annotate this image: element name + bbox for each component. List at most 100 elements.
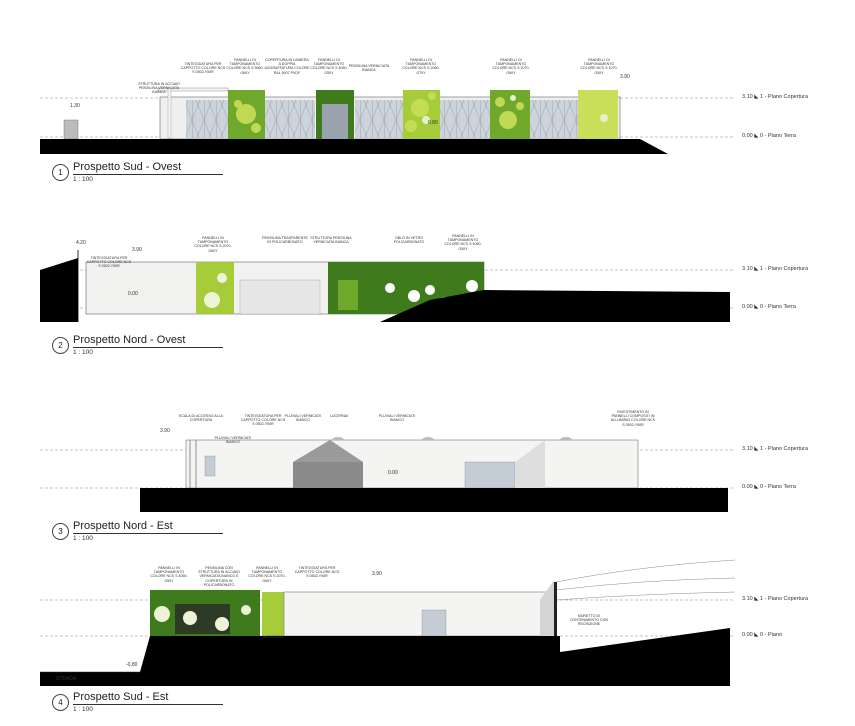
annotation-note: PANNELLI DI TAMPONAMENTO COLORE NCS S 40… xyxy=(310,58,348,75)
view-title: Prospetto Nord - Est xyxy=(73,520,173,532)
dimension-label: 0.00 xyxy=(388,470,398,476)
glazing xyxy=(464,461,516,489)
green-panel xyxy=(338,280,358,310)
ground-section xyxy=(140,488,728,512)
annotation-note: PENSILINA TRASPARENTE IN POLICARBONATO xyxy=(262,236,308,245)
annotation-note: PANNELLI DI TAMPONAMENTO COLORE NCS S 35… xyxy=(226,58,264,75)
building-body xyxy=(185,439,639,489)
level-marker: 0.00 ◣ 0 - Piano Terra xyxy=(742,133,796,139)
view-scale: 1 : 100 xyxy=(73,706,93,713)
annotation-note: PANNELLI DI TAMPONAMENTO COLORE NCS S 20… xyxy=(492,58,530,75)
ground-section xyxy=(40,628,730,686)
terrain-profile xyxy=(555,559,736,583)
level-marker: 3.10 ◣ 1 - Piano Copertura xyxy=(742,94,809,100)
portholes xyxy=(154,605,251,631)
entrance-door xyxy=(322,104,348,139)
elevation-sud-ovest xyxy=(40,87,735,154)
level-marker: 0.00 ◣ 0 - Piano xyxy=(742,632,783,638)
annotation-note: PANNELLI IN TAMPONAMENTO COLORE NCS S 20… xyxy=(248,566,286,583)
view-title: Prospetto Sud - Est xyxy=(73,691,169,703)
view-scale: 1 : 100 xyxy=(73,349,93,356)
annotation-note: TINTEGGIATURA PER CAPPOTTO COLORE NCS S … xyxy=(294,566,340,579)
view-number: 1 xyxy=(52,164,69,181)
view-number: 2 xyxy=(52,337,69,354)
green-panel xyxy=(262,592,284,636)
level-marker: 3.10 ◣ 1 - Piano Copertura xyxy=(742,266,809,272)
annotation-note: TINTEGGIATURA PER CAPPOTTO COLORE NCS S … xyxy=(180,62,226,75)
view-scale: 1 : 100 xyxy=(73,176,93,183)
annotation-note: STRUTTURA IN ACCIAIO PENSILINA VERNICIAT… xyxy=(138,82,180,95)
glazing xyxy=(186,100,228,138)
title-block-3: 3 Prospetto Nord - Est 1 : 100 xyxy=(48,519,288,545)
annotation-note: MURETTO DI CONTENIMENTO CON RECINZIONE xyxy=(569,614,609,627)
dimension-label: 3.90 xyxy=(620,74,630,80)
elevation-sud-est xyxy=(40,559,736,686)
annotation-note: PANNELLI IN TAMPONAMENTO COLORE NCS S 40… xyxy=(150,566,188,583)
dimension-label: 0.80 xyxy=(428,120,438,126)
annotation-note: LUCERNAI xyxy=(329,414,349,418)
title-block-4: 4 Prospetto Sud - Est 1 : 100 xyxy=(48,690,288,716)
canopy-post xyxy=(167,87,172,139)
dimension-label: 4.20 xyxy=(76,240,86,246)
dimension-label: 0.00 xyxy=(128,291,138,297)
glazing xyxy=(530,100,578,138)
annotation-note: PENSILINA CON STRUTTURA IN ACCIAIO VERNI… xyxy=(198,566,240,587)
level-marker: 0.00 ◣ 0 - Piano Terra xyxy=(742,484,796,490)
view-title: Prospetto Nord - Ovest xyxy=(73,334,186,346)
elevation-nord-est xyxy=(40,437,735,512)
retaining-wall xyxy=(554,582,557,654)
view-title: Prospetto Sud - Ovest xyxy=(73,161,182,173)
canopy xyxy=(157,87,229,92)
annotation-note: PLUVIALI VERNICIATI BIANCO xyxy=(378,414,416,423)
view-number: 4 xyxy=(52,694,69,711)
entrance-label: INGRESSO xyxy=(262,634,284,639)
level-marker: 3.10 ◣ 1 - Piano Copertura xyxy=(742,596,809,602)
annotation-note: STRUTTURA PENSILINA VERNICIATA BIANCA xyxy=(310,236,352,245)
annotation-note: TINTEGGIATURA PER CAPPOTTO COLORE NCS S … xyxy=(86,256,132,269)
terrain-left xyxy=(40,258,78,322)
glazing xyxy=(239,279,321,315)
panel-holes xyxy=(234,92,613,135)
building-body xyxy=(283,591,555,637)
window xyxy=(204,455,216,477)
entrance-door xyxy=(421,609,447,637)
ground-section xyxy=(40,139,668,154)
annotation-note: PANNELLI DI TAMPONAMENTO COLORE NCS S 20… xyxy=(402,58,440,75)
retaining-element xyxy=(63,119,79,140)
ground-section xyxy=(40,290,730,322)
annotation-note: PANNELLI IN TAMPONAMENTO COLORE NCS S 40… xyxy=(444,234,482,251)
glazing xyxy=(265,100,315,138)
skylights xyxy=(332,437,572,440)
annotation-note: PANNELLI IN TAMPONAMENTO COLORE NCS S 20… xyxy=(194,236,232,253)
level-marker: 3.10 ◣ 1 - Piano Copertura xyxy=(742,446,809,452)
level-marker: 0.00 ◣ 0 - Piano Terra xyxy=(742,304,796,310)
annotation-note: PENSILINA VERNICIATA BIANCA xyxy=(348,64,390,73)
view-number: 3 xyxy=(52,523,69,540)
portholes xyxy=(385,280,478,303)
dimension-label: 3.90 xyxy=(160,428,170,434)
dimension-label: -0.80 xyxy=(126,662,138,668)
annotation-note: RIVESTIMENTO IN PANNELLI COMPOSITI IN AL… xyxy=(610,410,656,427)
annotation-note: OBLÒ IN VETRO POLICARBONATO xyxy=(393,236,425,245)
annotation-note: SCALA DI ACCESSO ALLA COPERTURA xyxy=(178,414,224,423)
dimension-label: 3.90 xyxy=(132,247,142,253)
view-scale: 1 : 100 xyxy=(73,535,93,542)
dimension-label: 1.30 xyxy=(70,103,80,109)
annotation-note: PLUVIALI VERNICIATI BIANCO xyxy=(214,436,252,445)
annotation-note: PLUVIALI VERNICIATI BIANCO xyxy=(284,414,322,423)
title-block-2: 2 Prospetto Nord - Ovest 1 : 100 xyxy=(48,333,288,359)
panel-hole xyxy=(204,292,220,308)
annotation-note: COPERTURA IN LAMIERA A DOPPIA AGGRAFFATU… xyxy=(264,58,310,75)
title-block-1: 1 Prospetto Sud - Ovest 1 : 100 xyxy=(48,160,288,186)
road-label: STRADA xyxy=(56,676,77,682)
elevation-nord-ovest xyxy=(40,250,735,322)
annotation-note: TINTEGGIATURA PER CAPPOTTO COLORE NCS S … xyxy=(240,414,286,427)
glazing xyxy=(440,100,490,138)
annotation-note: PANNELLI DI TAMPONAMENTO COLORE NCS S 10… xyxy=(580,58,618,75)
dimension-label: 3.90 xyxy=(372,571,382,577)
service-volume xyxy=(293,462,363,488)
panel-holes-light xyxy=(422,95,608,124)
glazing xyxy=(355,100,403,138)
